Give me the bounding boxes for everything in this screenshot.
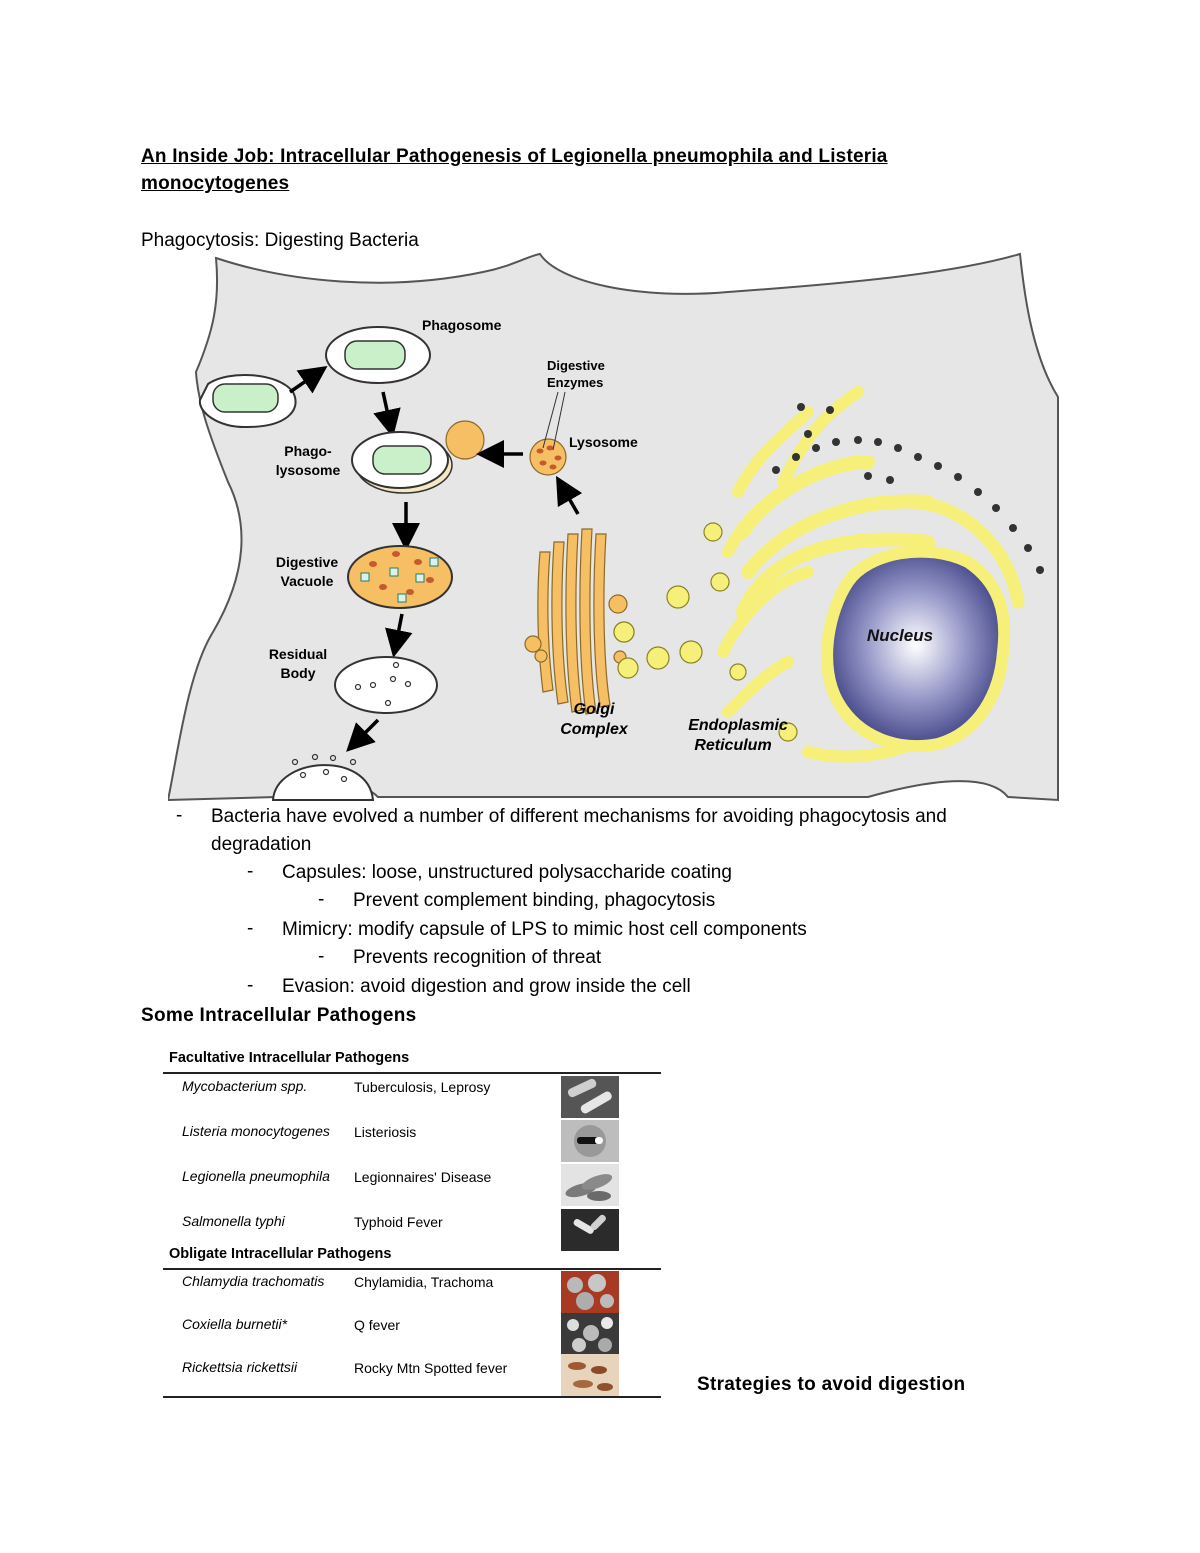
golgi-complex: [524, 528, 635, 715]
disease-name: Rocky Mtn Spotted fever: [354, 1360, 508, 1376]
micrograph-image: [561, 1164, 619, 1206]
organism-name: Chlamydia trachomatis: [182, 1273, 325, 1289]
micrograph-image: [561, 1354, 619, 1396]
diagram-subtitle: Phagocytosis: Digesting Bacteria: [141, 230, 419, 251]
transport-vesicles: [613, 585, 703, 679]
residual-body-label-2: Body: [281, 665, 316, 681]
strategies-heading: Strategies to avoid digestion: [697, 1374, 966, 1395]
organism-name: Rickettsia rickettsii: [182, 1359, 298, 1375]
bullet-dash: -: [318, 946, 325, 967]
phagolysosome-label-2: lysosome: [276, 462, 341, 478]
micrograph-image: [561, 1076, 619, 1118]
disease-name: Listeriosis: [354, 1124, 417, 1140]
residual-body: [334, 656, 438, 714]
digestive-vacuole-label-1: Digestive: [276, 554, 338, 570]
organism-name: Salmonella typhi: [182, 1213, 285, 1229]
phagolysosome: [351, 420, 485, 494]
digestive-vacuole-label-2: Vacuole: [281, 573, 334, 589]
table-rule: [163, 1396, 661, 1398]
disease-name: Legionnaires' Disease: [354, 1169, 492, 1185]
phagosome: [325, 326, 431, 384]
lysosome: [529, 438, 567, 476]
disease-name: Typhoid Fever: [354, 1214, 443, 1230]
pathogens-table: Facultative Intracellular Pathogens Myco…: [163, 1046, 663, 1406]
organism-name: Coxiella burnetii*: [182, 1316, 288, 1332]
bullet-5: Prevents recognition of threat: [353, 947, 602, 968]
micrograph-image: [561, 1209, 619, 1251]
page-title: An Inside Job: Intracellular Pathogenesi…: [141, 146, 888, 194]
phagocytosis-diagram: Phagosome Phago- lysosome Digestive Enzy…: [168, 252, 1059, 802]
bullet-dash: -: [247, 861, 254, 882]
digestive-vacuole: [347, 545, 453, 609]
micrograph-image: [561, 1271, 619, 1313]
nucleus-label: Nucleus: [867, 626, 933, 645]
bullet-dash: -: [176, 805, 183, 826]
facultative-heading: Facultative Intracellular Pathogens: [169, 1050, 410, 1066]
organism-name: Mycobacterium spp.: [182, 1078, 308, 1094]
engulfing-bacterium: [198, 374, 297, 429]
bullet-6: Evasion: avoid digestion and grow inside…: [282, 976, 691, 997]
endoplasmic-reticulum: [717, 386, 1025, 763]
bullet-2: Capsules: loose, unstructured polysaccha…: [282, 862, 732, 883]
section-heading: Some Intracellular Pathogens: [141, 1005, 417, 1026]
residual-body-label-1: Residual: [269, 646, 327, 662]
bullet-1-line-1: Bacteria have evolved a number of differ…: [211, 806, 947, 827]
bullet-4: Mimicry: modify capsule of LPS to mimic …: [282, 919, 807, 940]
phagosome-label: Phagosome: [422, 317, 502, 333]
lysosome-label: Lysosome: [569, 434, 638, 450]
bullet-dash: -: [318, 889, 325, 910]
organism-name: Listeria monocytogenes: [182, 1123, 330, 1139]
er-label-2: Reticulum: [694, 737, 771, 754]
table-rule: [163, 1072, 661, 1074]
phagolysosome-label-1: Phago-: [284, 443, 332, 459]
bullet-dash: -: [247, 918, 254, 939]
disease-name: Tuberculosis, Leprosy: [354, 1079, 491, 1095]
table-rule: [163, 1268, 661, 1270]
nucleus: [821, 545, 1011, 753]
micrograph-image: [561, 1120, 619, 1162]
disease-name: Q fever: [354, 1317, 400, 1333]
bullet-3: Prevent complement binding, phagocytosis: [353, 890, 716, 911]
obligate-heading: Obligate Intracellular Pathogens: [169, 1246, 392, 1262]
organism-name: Legionella pneumophila: [182, 1168, 330, 1184]
exocytosis-vesicle: [271, 764, 375, 801]
micrograph-image: [561, 1313, 619, 1355]
digestive-enzymes-label-1: Digestive: [547, 358, 605, 373]
disease-name: Chylamidia, Trachoma: [354, 1274, 494, 1290]
er-label-1: Endoplasmic: [688, 717, 788, 734]
bullet-1-line-2: degradation: [211, 834, 312, 855]
golgi-label-1: Golgi: [574, 701, 615, 718]
golgi-label-2: Complex: [560, 721, 629, 738]
ribosomes: [772, 403, 1044, 574]
digestive-enzymes-label-2: Enzymes: [547, 375, 603, 390]
bullet-dash: -: [247, 975, 254, 996]
